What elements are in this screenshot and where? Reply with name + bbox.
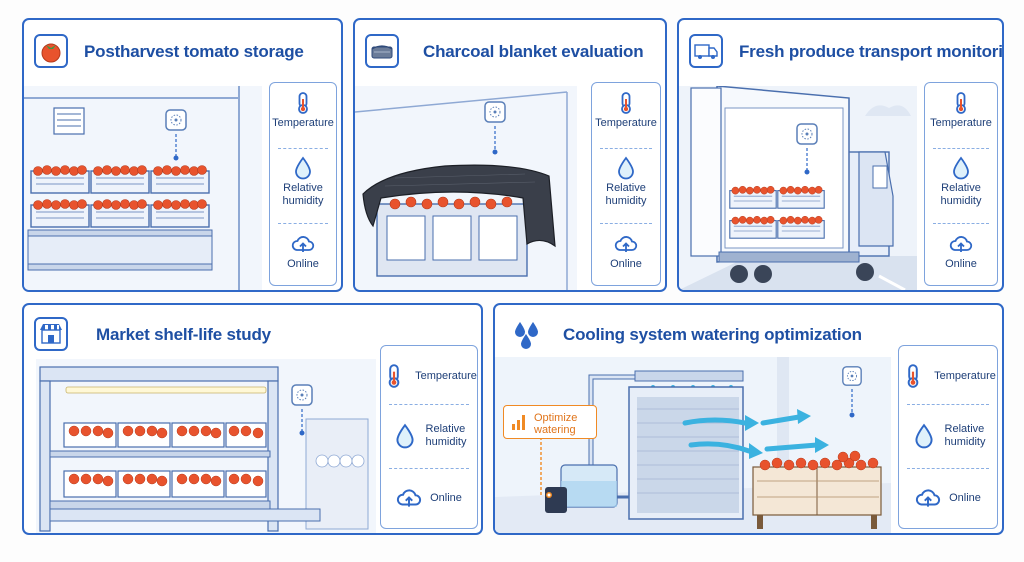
sensor-panel: Temperature Relative humidity Online	[898, 345, 998, 529]
cold-room-scene	[24, 86, 262, 290]
sensor-panel: Temperature Relative humidity Online	[924, 82, 998, 286]
cloud-upload-icon	[949, 232, 973, 256]
bar-chart-icon	[512, 415, 525, 430]
panel-title: Market shelf-life study	[96, 325, 271, 344]
humidity-drop-icon	[614, 156, 638, 180]
callout-label: Optimize watering	[534, 412, 578, 436]
blanket-icon	[365, 34, 399, 68]
shop-icon	[34, 317, 68, 351]
thermometer-icon	[381, 363, 407, 389]
panel-postharvest-storage: Postharvest tomato storage Temperature R…	[22, 18, 343, 292]
humidity-label: Relative humidity	[282, 182, 324, 207]
humidity-drop-icon	[291, 156, 315, 180]
online-label: Online	[610, 258, 642, 270]
panel-title: Postharvest tomato storage	[84, 42, 304, 61]
sensor-panel: Temperature Relative humidity Online	[591, 82, 661, 286]
water-drops-icon	[509, 317, 543, 351]
market-shelf-scene	[36, 359, 376, 533]
sensor-panel: Temperature Relative humidity Online	[380, 345, 478, 529]
temperature-label: Temperature	[930, 117, 992, 129]
sensor-panel: Temperature Relative humidity Online	[269, 82, 337, 286]
panel-market-shelf-life: Market shelf-life study	[22, 303, 483, 535]
optimize-watering-callout: Optimize watering	[503, 405, 597, 439]
thermometer-icon	[949, 91, 973, 115]
online-label: Online	[287, 258, 319, 270]
humidity-label: Relative humidity	[940, 182, 982, 207]
cloud-upload-icon	[291, 232, 315, 256]
cloud-upload-icon	[915, 485, 941, 511]
thermometer-icon	[900, 363, 926, 389]
truck-scene	[679, 86, 917, 290]
panel-title: Charcoal blanket evaluation	[423, 42, 644, 61]
online-label: Online	[945, 258, 977, 270]
panel-transport-monitoring: Fresh produce transport monitoring Tempe…	[677, 18, 1004, 292]
online-label: Online	[949, 491, 981, 504]
humidity-label: Relative humidity	[944, 423, 986, 448]
humidity-label: Relative humidity	[425, 423, 467, 448]
temperature-label: Temperature	[272, 117, 334, 129]
humidity-drop-icon	[949, 156, 973, 180]
cloud-upload-icon	[614, 232, 638, 256]
humidity-drop-icon	[392, 423, 418, 449]
temperature-label: Temperature	[415, 369, 477, 382]
cooling-system-scene	[495, 357, 891, 533]
online-label: Online	[430, 491, 462, 504]
thermometer-icon	[291, 91, 315, 115]
temperature-label: Temperature	[595, 117, 657, 129]
blanket-bin-scene	[355, 86, 577, 290]
panel-charcoal-blanket: Charcoal blanket evaluation Temperature …	[353, 18, 667, 292]
tomato-icon	[34, 34, 68, 68]
cloud-upload-icon	[396, 485, 422, 511]
panel-title: Cooling system watering optimization	[563, 325, 862, 344]
panel-cooling-watering: Cooling system watering optimization	[493, 303, 1004, 535]
humidity-label: Relative humidity	[605, 182, 647, 207]
panel-title: Fresh produce transport monitoring	[739, 42, 1004, 61]
humidity-drop-icon	[911, 423, 937, 449]
truck-icon	[689, 34, 723, 68]
temperature-label: Temperature	[934, 369, 996, 382]
thermometer-icon	[614, 91, 638, 115]
